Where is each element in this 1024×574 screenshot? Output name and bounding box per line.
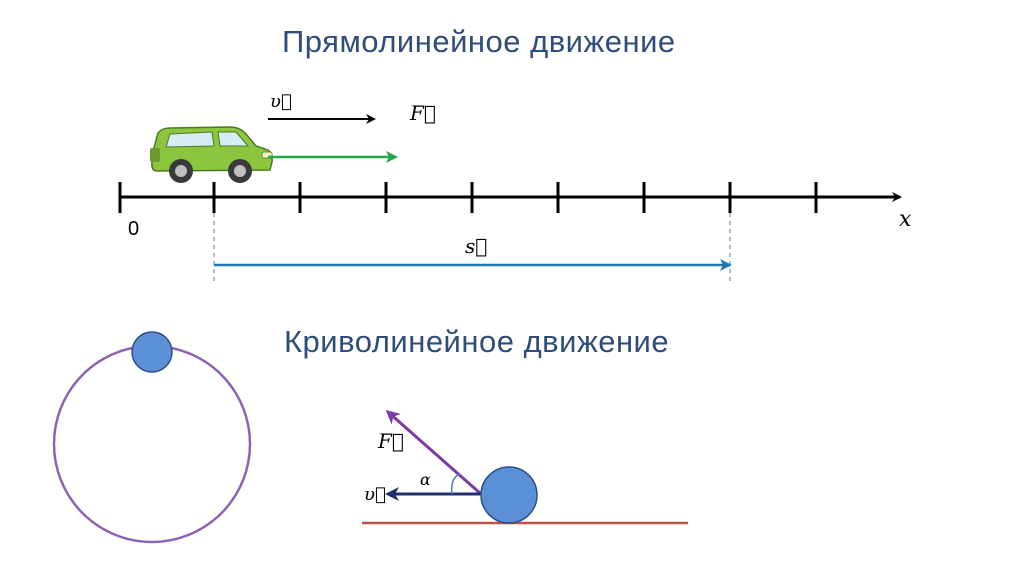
force-arrow-curved	[385, 410, 482, 496]
ball-on-circle	[131, 331, 173, 373]
car-icon	[150, 126, 273, 183]
force-label-straight: F⃗	[409, 101, 436, 125]
displacement-label: s⃗	[465, 234, 487, 258]
origin-label: 0	[128, 218, 139, 240]
title-curvilinear-motion: Криволинейное движение	[284, 324, 670, 359]
title-straight-motion: Прямолинейное движение	[282, 24, 676, 59]
angle-label: α	[420, 470, 431, 489]
axis-ticks	[118, 182, 818, 213]
circular-trajectory	[52, 344, 252, 544]
force-label-curved: F⃗	[377, 429, 404, 453]
velocity-label-curved: υ⃗	[364, 484, 386, 505]
velocity-label-straight: υ⃗	[270, 91, 292, 112]
axis-x-label: x	[899, 207, 912, 232]
ball-on-ground	[480, 466, 538, 524]
angle-arc	[450, 473, 461, 495]
